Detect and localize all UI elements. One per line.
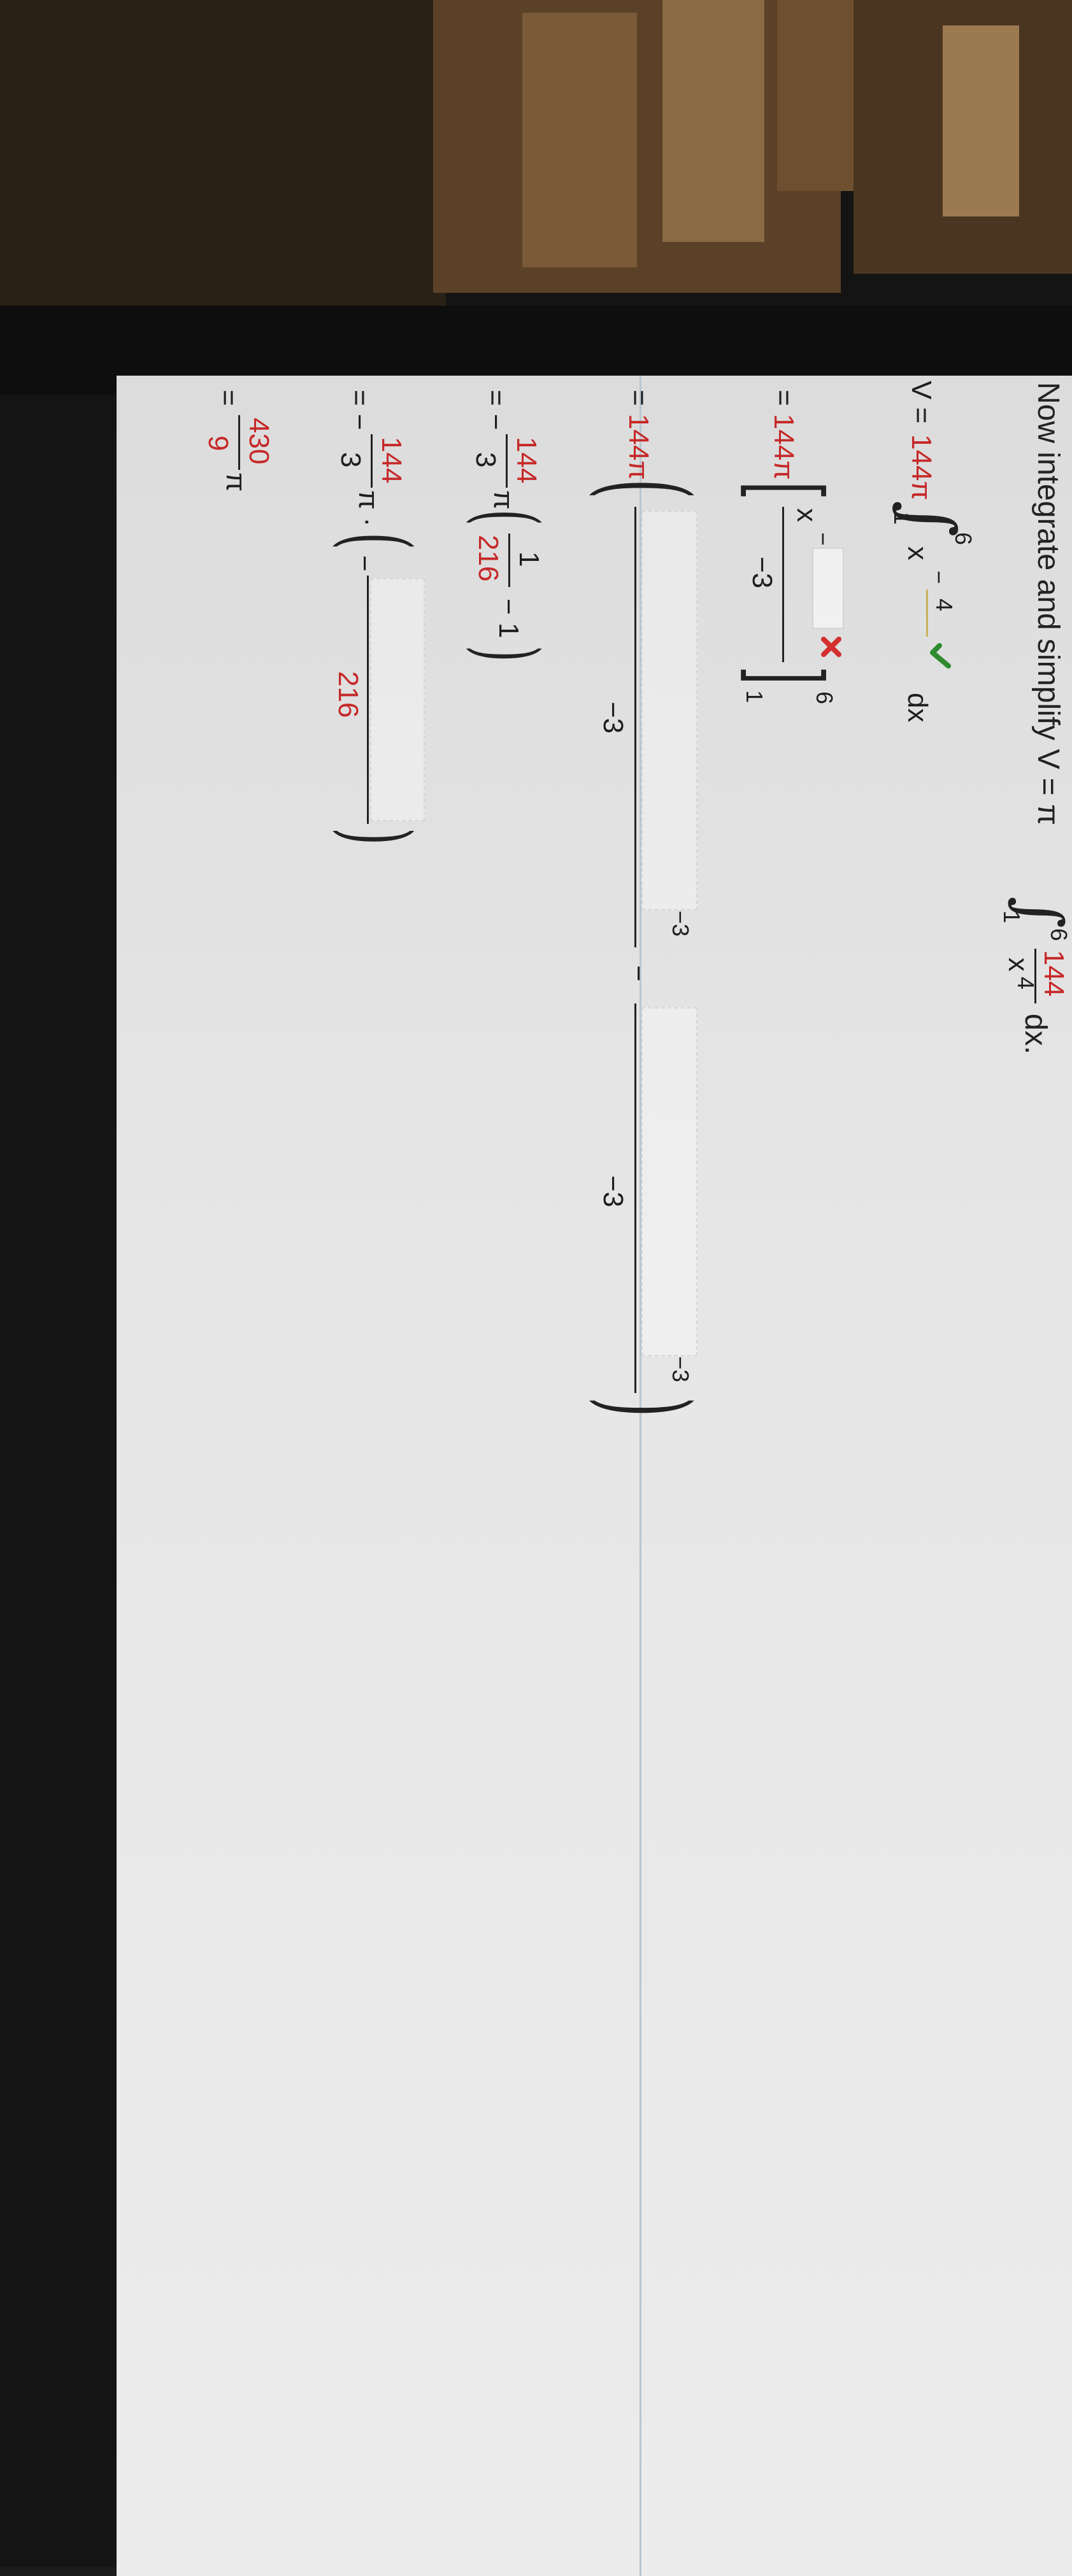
step3-term2-input[interactable] <box>641 1007 697 1356</box>
instruction-upper-limit: 6 <box>1046 928 1072 942</box>
instruction-fraction-bar <box>1034 949 1036 1003</box>
step1-answer-field[interactable] <box>926 590 928 637</box>
step4-left-paren: ( <box>459 509 556 526</box>
step1-base: x <box>902 546 933 560</box>
step2-right-bracket: ] <box>731 666 841 685</box>
step5-open-sign: − <box>349 555 380 572</box>
step2-lower-limit: 1 <box>741 690 768 704</box>
instruction-text: Now integrate and simplify V = π <box>1031 382 1065 826</box>
step4-minus-one: − 1 <box>493 598 524 639</box>
instruction-denominator-exponent: 4 <box>1013 977 1039 990</box>
step5-numerator-input[interactable] <box>370 578 425 821</box>
step4-inner-denominator: 216 <box>473 535 504 582</box>
step4-fraction-bar <box>506 434 508 488</box>
step1-exponent-sign: − <box>926 570 952 584</box>
step2-exponent-input[interactable] <box>812 548 844 629</box>
step3-left-paren: ( <box>580 479 713 499</box>
step3-term1-input[interactable] <box>641 511 697 910</box>
step6-eq: = <box>213 390 244 406</box>
step2-left-bracket: [ <box>731 481 841 500</box>
step6-pi: π <box>220 472 252 492</box>
step3-term1-fraction-bar <box>634 507 636 947</box>
step5-eq: = − <box>344 390 375 430</box>
step5-denominator: 216 <box>332 671 364 718</box>
step2-coefficient: 144π <box>768 414 799 480</box>
step4-inner-numerator: 1 <box>513 551 545 567</box>
step3-right-paren: ) <box>580 1397 713 1417</box>
step1-lower-limit: 1 <box>889 512 915 525</box>
step5-right-paren: ) <box>325 828 429 846</box>
step3-term2-denominator: −3 <box>597 1175 629 1208</box>
step4-pi: π <box>488 490 519 510</box>
step6-numerator: 430 <box>243 418 275 465</box>
cross-icon <box>821 637 841 657</box>
instruction-numerator: 144 <box>1038 950 1069 997</box>
instruction-lower-limit: 1 <box>999 910 1025 924</box>
step1-exponent-value: 4 <box>931 598 957 612</box>
step2-exponent-sign: − <box>810 532 836 546</box>
step5-left-paren: ( <box>325 532 429 550</box>
instruction-dx: dx. <box>1018 1014 1052 1055</box>
step3-eq: = <box>623 390 654 406</box>
step1-lhs: V = <box>906 381 937 424</box>
step1-coefficient: 144π <box>906 434 937 500</box>
instruction-denominator: x <box>1003 958 1034 972</box>
check-icon <box>930 643 951 669</box>
step3-term2-exponent: −3 <box>668 1356 694 1383</box>
step5-fraction-denominator: 3 <box>335 452 366 468</box>
step3-minus: − <box>623 965 654 982</box>
step4-inner-fraction-bar <box>508 534 510 587</box>
step5-fraction-bar-inner <box>367 576 369 824</box>
step5-fraction-numerator: 144 <box>376 437 407 484</box>
step3-coefficient: 144π <box>623 414 654 480</box>
step2-upper-limit: 6 <box>811 691 838 705</box>
step1-dx: dx <box>902 693 933 723</box>
step3-term1-exponent: −3 <box>668 910 694 937</box>
step2-base: x <box>791 508 822 522</box>
step4-eq: = − <box>480 390 511 430</box>
step2-denominator: −3 <box>747 556 778 589</box>
step4-fraction-numerator: 144 <box>511 437 542 484</box>
step5-pi-dot: π · <box>353 490 384 527</box>
step2-fraction-bar <box>782 507 784 662</box>
step2-eq: = <box>768 390 799 406</box>
step4-fraction-denominator: 3 <box>470 452 501 468</box>
step3-term2-fraction-bar <box>634 1003 636 1393</box>
step6-denominator: 9 <box>203 435 234 451</box>
rotated-screen: Now integrate and simplify V = π ∫ 6 1 1… <box>117 376 1072 2576</box>
step6-fraction-bar <box>238 415 240 470</box>
step5-fraction-bar <box>371 434 373 488</box>
step1-upper-limit: 6 <box>950 532 976 546</box>
step3-term1-denominator: −3 <box>597 702 629 734</box>
step4-right-paren: ) <box>459 646 556 662</box>
